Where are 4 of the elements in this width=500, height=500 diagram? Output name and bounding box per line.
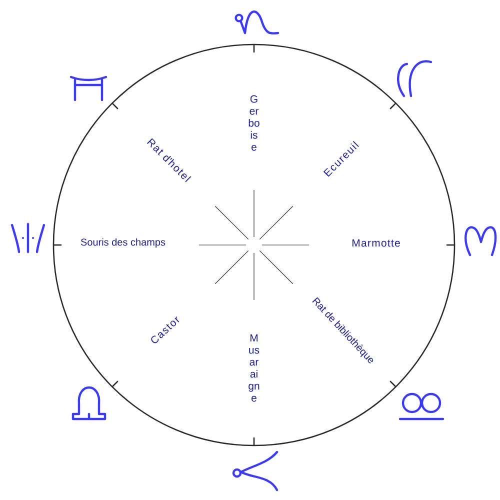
animal-name: Marmotte (352, 239, 400, 247)
animal-name: Gerboise (248, 95, 260, 151)
animal-name: Musaraigne (248, 334, 260, 402)
animal-name: Souris des champs (80, 238, 166, 248)
